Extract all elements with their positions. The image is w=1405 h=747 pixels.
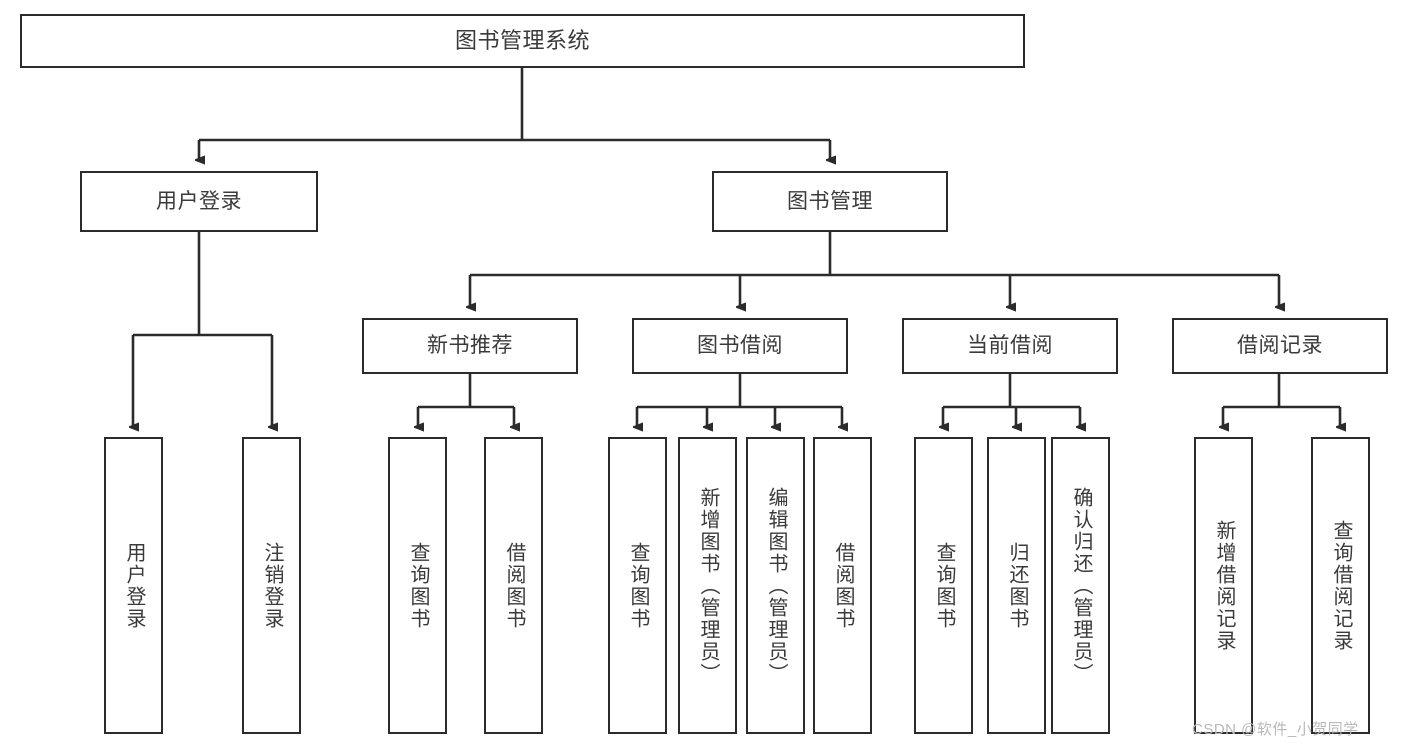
node-label: 用户登录 [156,189,242,213]
node-label: 查询图书 [407,541,429,630]
node-label: 借阅图书 [503,541,525,630]
node-user-login[interactable]: 用户登录 [80,171,318,232]
node-label: 借阅记录 [1237,334,1323,358]
node-label: 图书管理系统 [454,27,590,53]
leaf-recommend-query-book[interactable]: 查询图书 [388,437,447,734]
node-label: 归还图书 [1006,541,1028,630]
node-label: 新增借阅记录 [1213,519,1235,652]
node-root-book-management-system[interactable]: 图书管理系统 [20,14,1025,68]
leaf-borrow-query-book[interactable]: 查询图书 [608,437,667,734]
leaf-record-add-record[interactable]: 新增借阅记录 [1194,437,1253,734]
node-label: 查询图书 [933,541,955,630]
leaf-record-query-record[interactable]: 查询借阅记录 [1311,437,1370,734]
leaf-borrow-borrow-book[interactable]: 借阅图书 [813,437,872,734]
node-label: 图书借阅 [697,334,783,358]
leaf-user-login-logout[interactable]: 注销登录 [242,437,301,734]
node-book-management[interactable]: 图书管理 [712,171,948,232]
leaf-user-login-login[interactable]: 用户登录 [104,437,163,734]
node-new-book-recommend[interactable]: 新书推荐 [362,318,578,374]
node-label: 借阅图书 [832,541,854,630]
node-label: 注销登录 [261,541,283,630]
node-label: 编辑图书（管理员） [765,486,787,685]
node-label: 新增图书（管理员） [697,486,719,685]
node-label: 新书推荐 [427,334,513,358]
leaf-current-return-book[interactable]: 归还图书 [987,437,1046,734]
watermark-text: CSDN @软件_小贺同学 [1192,721,1359,738]
leaf-borrow-edit-book-admin[interactable]: 编辑图书（管理员） [746,437,805,734]
node-label: 用户登录 [123,541,145,630]
node-label: 当前借阅 [967,334,1053,358]
leaf-current-confirm-return-admin[interactable]: 确认归还（管理员） [1051,437,1110,734]
leaf-borrow-add-book-admin[interactable]: 新增图书（管理员） [678,437,737,734]
node-label: 查询借阅记录 [1330,519,1352,652]
node-current-borrow[interactable]: 当前借阅 [902,318,1118,374]
node-book-borrow[interactable]: 图书借阅 [632,318,848,374]
node-borrow-record[interactable]: 借阅记录 [1172,318,1388,374]
node-label: 确认归还（管理员） [1070,486,1092,685]
leaf-current-query-book[interactable]: 查询图书 [914,437,973,734]
node-label: 图书管理 [787,189,873,213]
leaf-recommend-borrow-book[interactable]: 借阅图书 [484,437,543,734]
node-label: 查询图书 [627,541,649,630]
